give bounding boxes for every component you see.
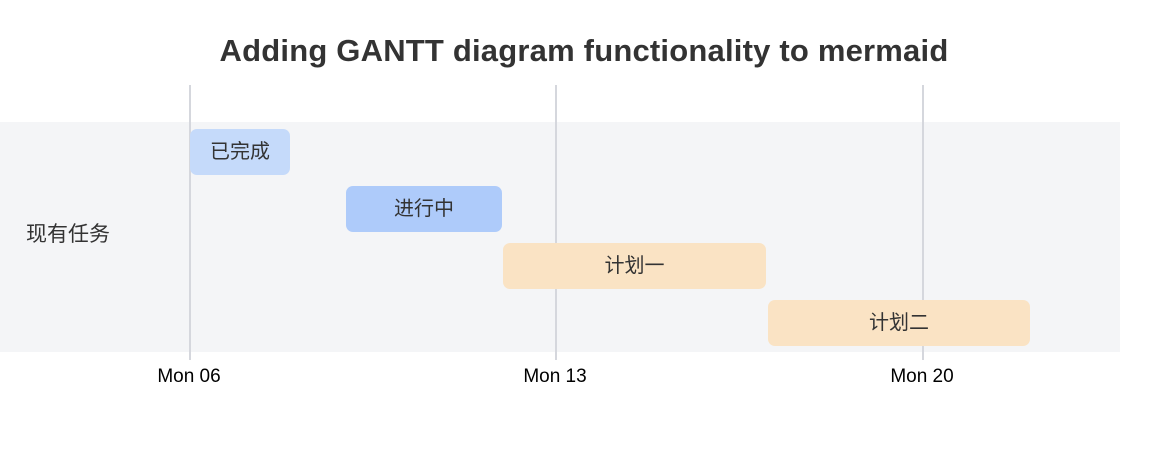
task-bar[interactable]: 计划一 [503, 243, 766, 289]
task-bar[interactable]: 进行中 [346, 186, 502, 232]
task-bar-label: 计划一 [604, 255, 665, 277]
x-axis-tick-label: Mon 20 [890, 366, 954, 387]
grid-line-1 [555, 85, 557, 360]
task-bar-label: 已完成 [210, 141, 270, 163]
chart-title: Adding GANTT diagram functionality to me… [219, 33, 949, 68]
section-label-existing-tasks: 现有任务 [26, 223, 110, 246]
x-axis-tick-label: Mon 06 [157, 366, 221, 387]
task-bar-label: 计划二 [869, 312, 929, 334]
grid-line-0 [189, 85, 191, 360]
task-bar-label: 进行中 [394, 198, 454, 220]
x-axis-tick-label: Mon 13 [523, 366, 587, 387]
grid-line-2 [922, 85, 924, 360]
task-bar[interactable]: 已完成 [190, 129, 290, 175]
task-bar[interactable]: 计划二 [768, 300, 1030, 346]
